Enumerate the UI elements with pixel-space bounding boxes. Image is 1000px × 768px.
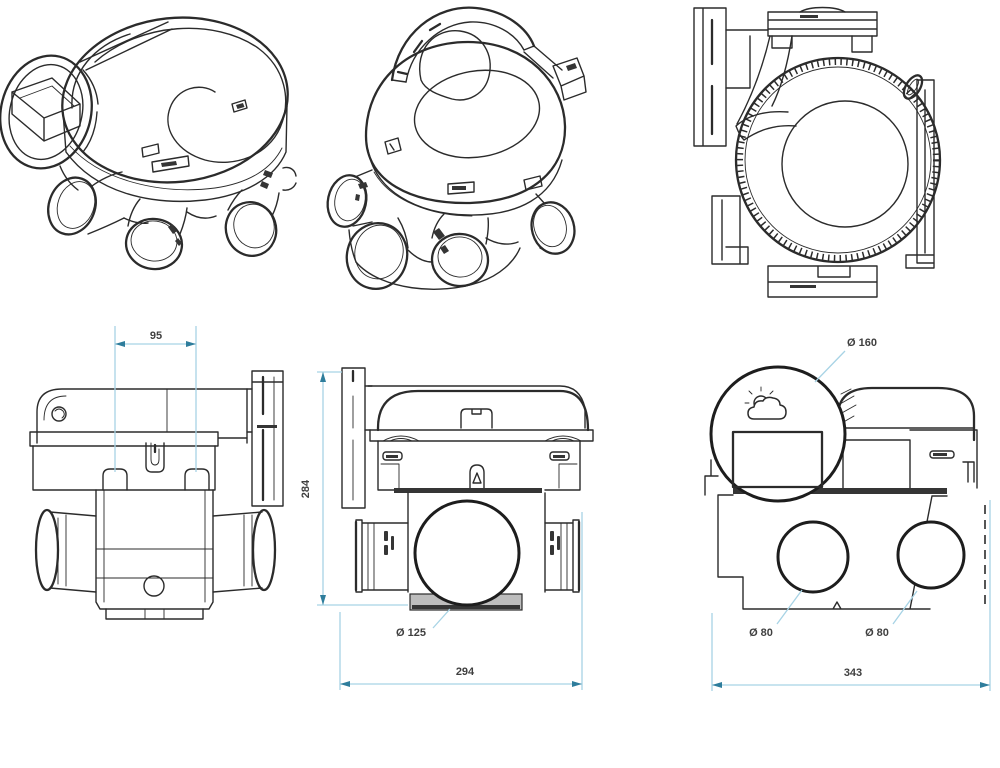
rect-duct-opening — [11, 77, 81, 142]
dim-label-dia-160: Ø 160 — [847, 337, 877, 349]
dimension-294: 294 — [339, 512, 583, 690]
iso-view-left — [0, 16, 297, 271]
dimension-95: 95 — [114, 326, 197, 472]
dimension-dia-80-left: Ø 80 — [749, 589, 803, 639]
intake-circle-160 — [709, 365, 847, 503]
outlet-circle-125 — [413, 499, 521, 607]
outlet-circle-80-left — [776, 520, 850, 594]
keyhole-hanger — [145, 442, 165, 473]
top-view-scroll — [693, 6, 942, 298]
outlet-circle-80-right — [896, 520, 966, 590]
dimension-284: 284 — [300, 371, 408, 606]
sun-cloud-icon — [744, 386, 787, 420]
dimension-dia-160: Ø 160 — [814, 337, 877, 383]
dim-label-dia-80-right: Ø 80 — [865, 627, 889, 639]
side-view-dimensioned — [704, 365, 986, 610]
front-view-mounting — [29, 370, 284, 620]
dim-label-95: 95 — [150, 330, 162, 342]
dimension-343: 343 — [711, 500, 991, 691]
dim-label-343: 343 — [844, 667, 862, 679]
dimension-dia-125: Ø 125 — [396, 608, 451, 639]
wall-bracket-plate — [251, 370, 284, 507]
iso-view-front — [326, 6, 587, 290]
dim-label-284: 284 — [300, 479, 312, 498]
front-view-dimensioned — [341, 367, 594, 611]
dim-label-dia-125: Ø 125 — [396, 627, 426, 639]
dim-label-294: 294 — [456, 666, 475, 678]
dimension-dia-80-right: Ø 80 — [865, 590, 918, 639]
dim-label-dia-80-left: Ø 80 — [749, 627, 773, 639]
